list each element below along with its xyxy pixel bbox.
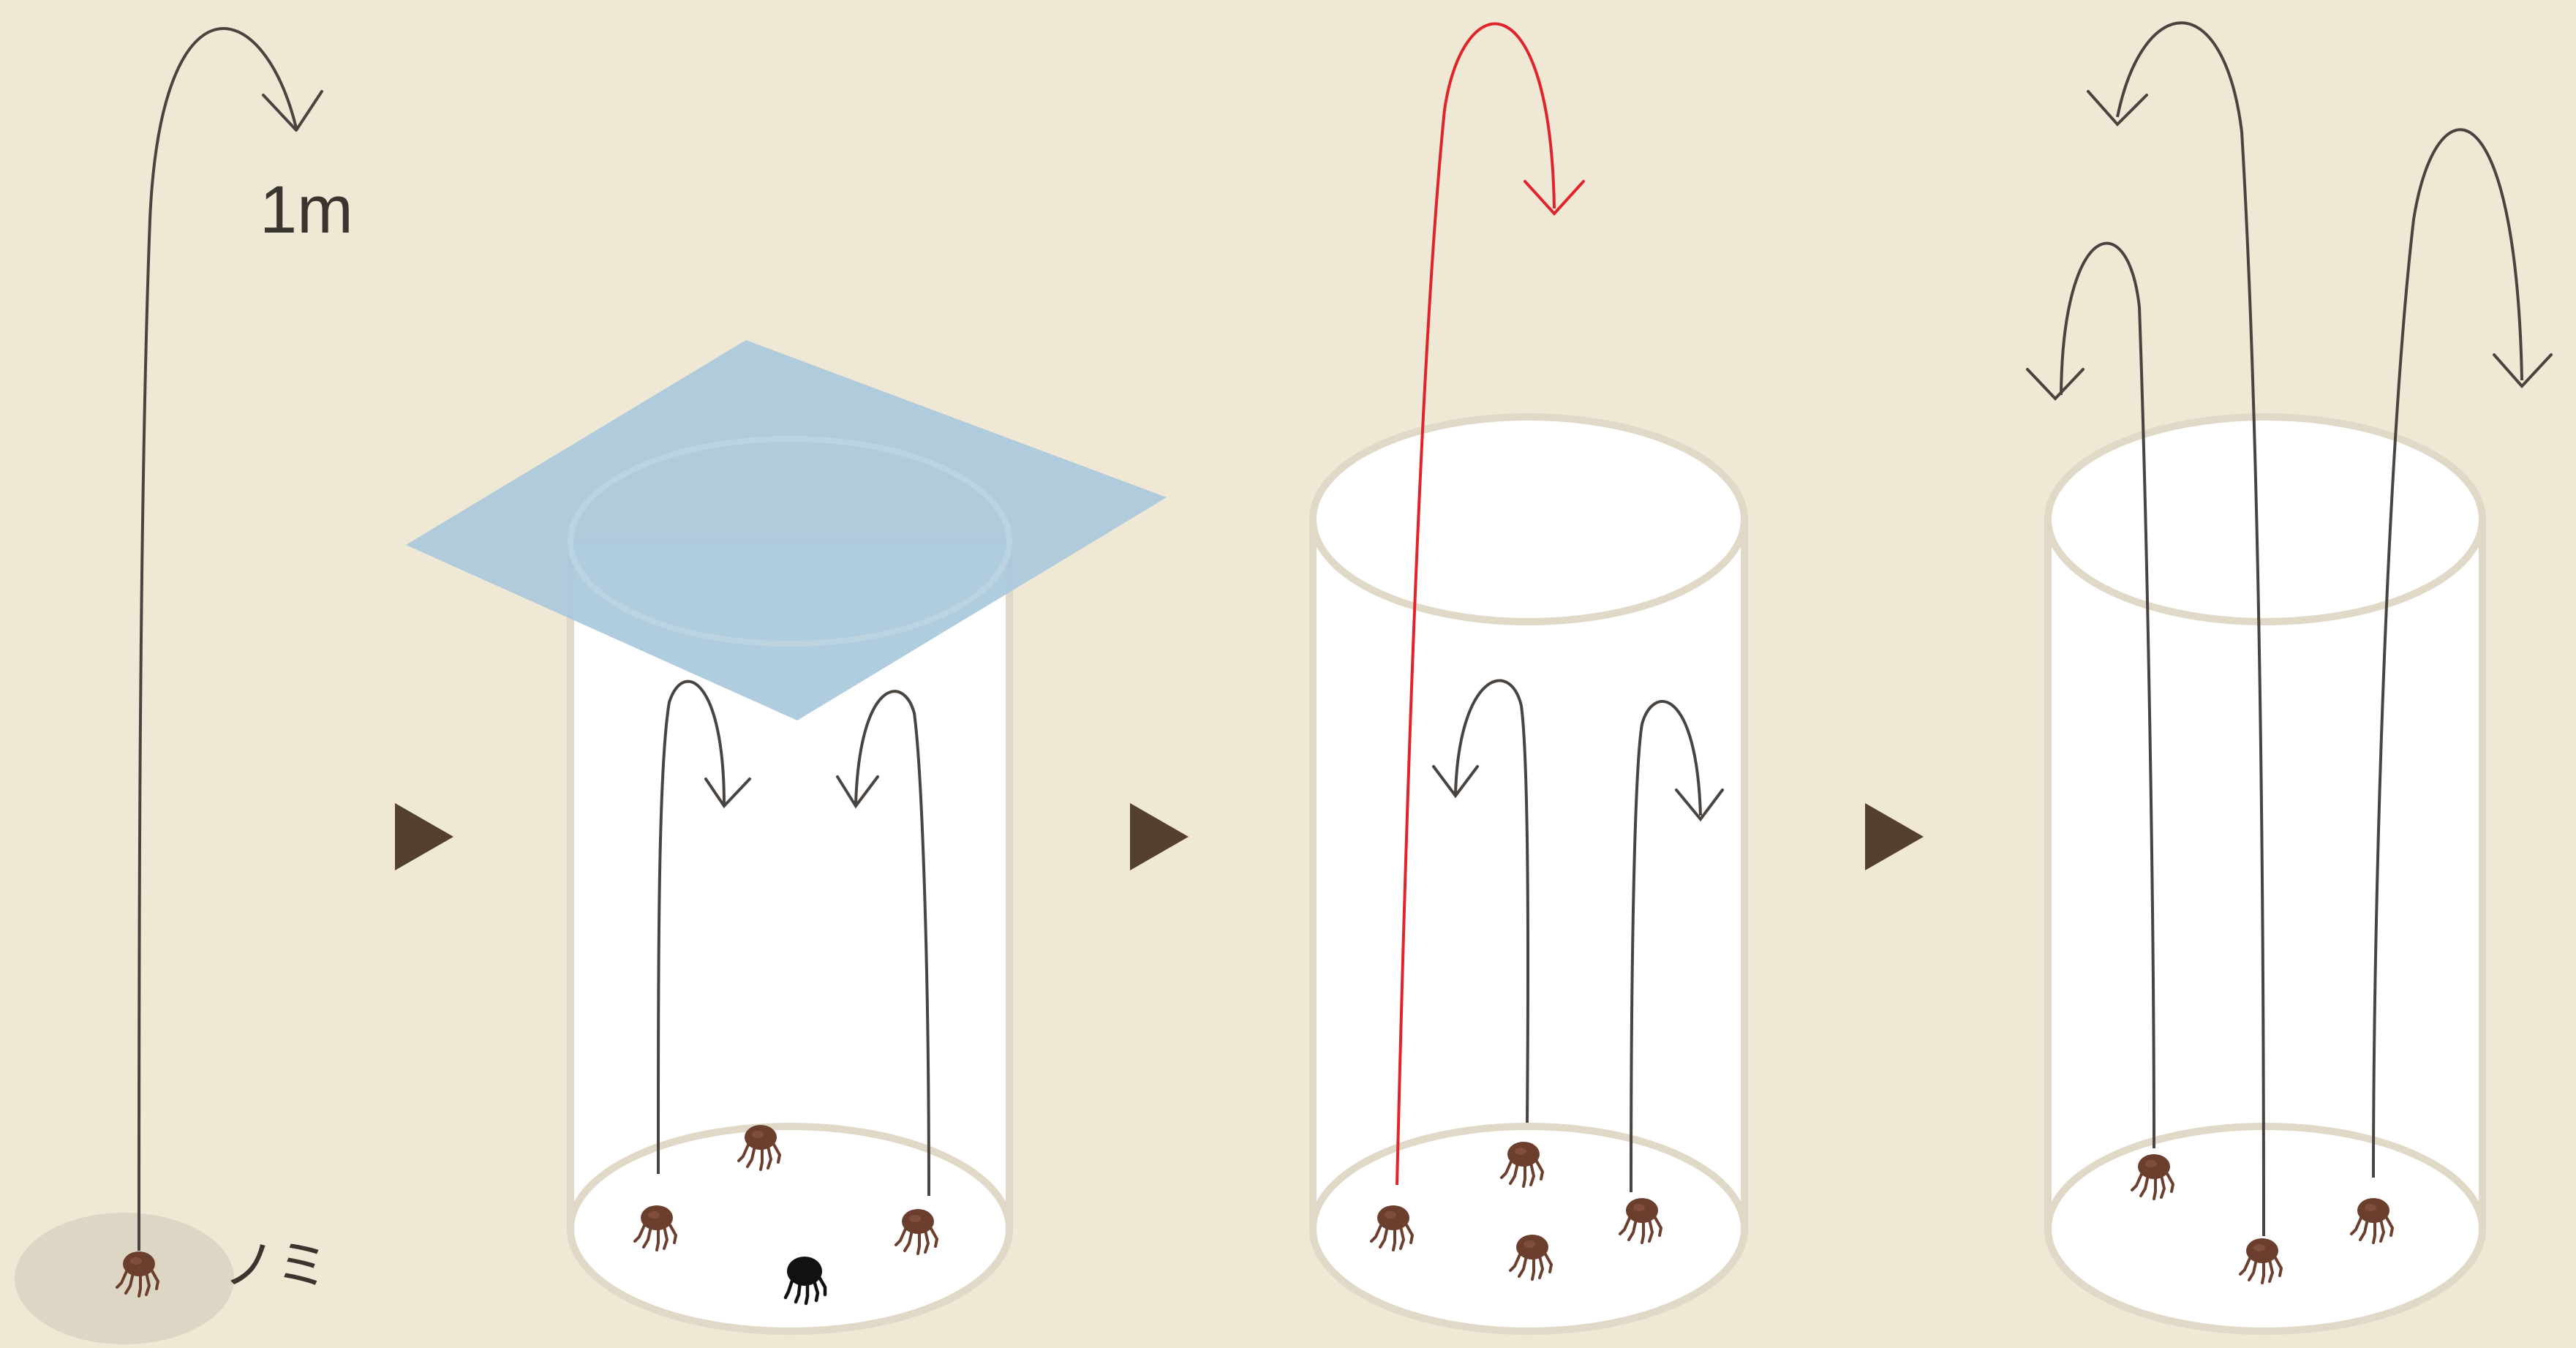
arrowhead-icon bbox=[2088, 91, 2147, 124]
jar-rim bbox=[1313, 417, 1744, 622]
jar-bottom bbox=[2048, 1126, 2482, 1331]
jar-bottom bbox=[570, 1126, 1009, 1331]
play-arrow-icon bbox=[1865, 803, 1924, 870]
panel-1-free-jump: 1m ノミ bbox=[15, 29, 353, 1344]
height-label: 1m bbox=[260, 173, 353, 247]
jar-lid bbox=[406, 340, 1167, 720]
panel-4-conditioned-fleas bbox=[2027, 23, 2551, 1331]
panel-2-jar-with-lid bbox=[406, 340, 1167, 1331]
flea-label: ノミ bbox=[223, 1235, 328, 1296]
jar-rim bbox=[2048, 417, 2482, 622]
panel-3-lid-removed bbox=[1313, 24, 1744, 1331]
arrowhead-icon bbox=[2027, 369, 2083, 399]
play-arrow-icon bbox=[1130, 803, 1189, 870]
play-arrow-icon bbox=[395, 803, 453, 870]
